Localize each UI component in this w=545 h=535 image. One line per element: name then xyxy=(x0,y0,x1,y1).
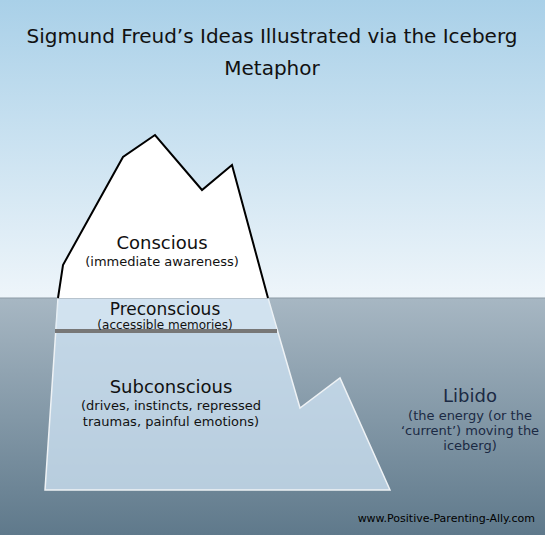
region-name: Subconscious xyxy=(60,376,282,398)
preconscious-band: Preconscious(accessible memories) xyxy=(60,299,270,332)
libido-note: (the energy (or the ‘current’) moving th… xyxy=(392,408,545,453)
iceberg-underwater xyxy=(45,298,390,490)
region-name: Conscious xyxy=(62,232,262,254)
region-note: (accessible memories) xyxy=(60,319,270,332)
iceberg-tip xyxy=(58,135,268,298)
preconscious-band xyxy=(55,298,277,331)
sky xyxy=(0,0,545,298)
subconscious-region: Subconscious(drives, instincts, represse… xyxy=(60,376,282,436)
libido-heading: Libido xyxy=(395,385,545,407)
conscious-region: Conscious(immediate awareness) xyxy=(62,232,262,276)
iceberg-outline xyxy=(58,135,268,298)
region-note: (immediate awareness) xyxy=(62,254,262,270)
watermark: www.Positive-Parenting-Ally.com xyxy=(330,512,535,525)
diagram-title: Sigmund Freud’s Ideas Illustrated via th… xyxy=(12,20,532,84)
region-note: (drives, instincts, repressed traumas, p… xyxy=(60,398,282,430)
region-name: Preconscious xyxy=(60,299,270,319)
